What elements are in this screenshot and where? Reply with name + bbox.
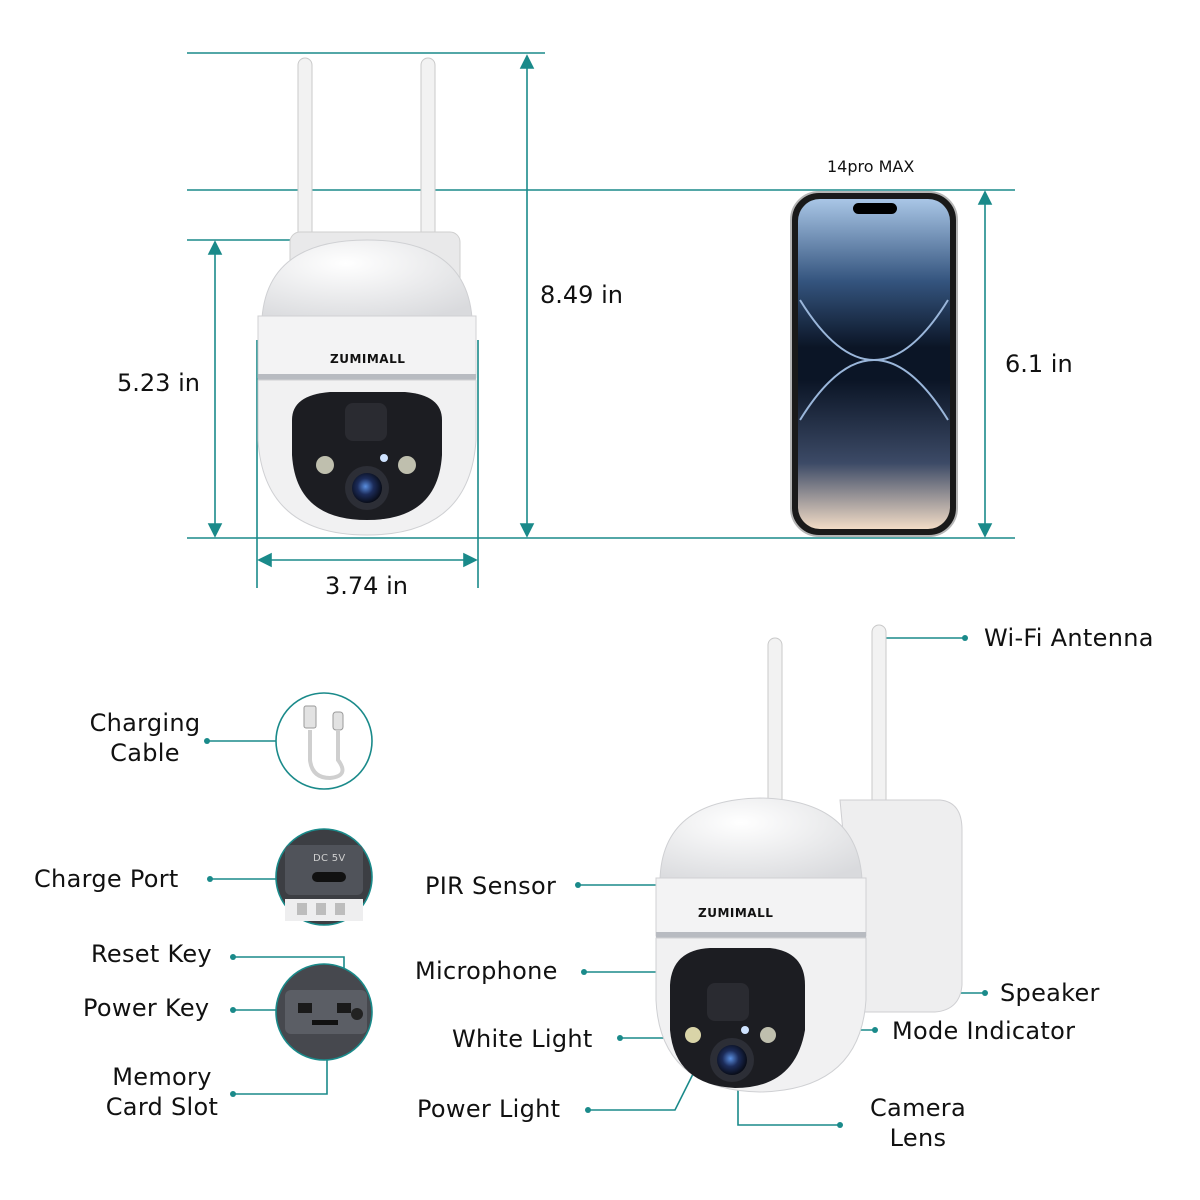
charge-port-thumb <box>275 828 373 926</box>
port-marking: DC 5V <box>313 853 346 864</box>
keys-slot-thumb <box>275 963 373 1061</box>
callout-dots <box>204 635 988 1128</box>
label-pir-sensor: PIR Sensor <box>425 872 557 900</box>
label-microphone: Microphone <box>415 957 558 985</box>
brand-logo-top: ZUMIMALL <box>330 352 406 366</box>
camera-front-view <box>257 57 477 536</box>
dimension-width: 3.74 in <box>325 572 408 600</box>
label-reset-key: Reset Key <box>91 940 212 968</box>
label-charge-port: Charge Port <box>34 865 179 893</box>
label-white-light: White Light <box>452 1025 593 1053</box>
label-wifi-antenna: Wi-Fi Antenna <box>984 624 1154 652</box>
dimension-total-height: 8.49 in <box>540 281 623 309</box>
charging-cable-thumb <box>275 692 373 790</box>
phone-caption: 14pro MAX <box>827 157 915 176</box>
label-memory-card-slot: Memory Card Slot <box>105 1063 219 1121</box>
dimension-phone-height: 6.1 in <box>1005 350 1073 378</box>
camera-angled-view <box>655 624 963 1093</box>
phone-outline <box>790 191 958 537</box>
dimension-body-height: 5.23 in <box>117 369 200 397</box>
dimension-lines <box>187 52 1015 588</box>
label-charging-cable: Charging Cable <box>89 709 201 767</box>
label-camera-lens: Camera Lens <box>870 1094 966 1152</box>
label-speaker: Speaker <box>1000 979 1100 1007</box>
label-power-light: Power Light <box>417 1095 561 1123</box>
brand-logo-bottom: ZUMIMALL <box>698 906 774 920</box>
label-power-key: Power Key <box>83 994 210 1022</box>
label-mode-indicator: Mode Indicator <box>892 1017 1076 1045</box>
